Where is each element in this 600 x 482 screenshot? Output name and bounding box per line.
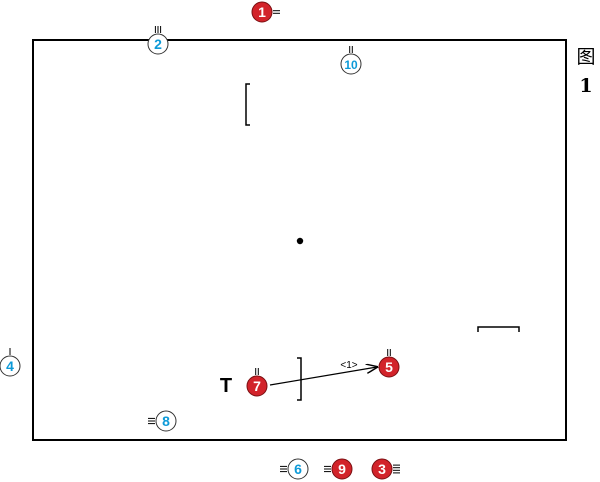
player-marker-2: 2 bbox=[147, 26, 169, 55]
player-marker-10: 10 bbox=[340, 46, 362, 75]
marker-number: 7 bbox=[253, 378, 261, 394]
player-marker-6: 6 bbox=[280, 458, 309, 480]
marker-circle bbox=[378, 356, 400, 378]
player-marker-8: 8 bbox=[148, 410, 177, 432]
figure-label-char: 图 bbox=[576, 46, 595, 68]
center-dot bbox=[296, 237, 304, 245]
player-marker-5: 5 bbox=[378, 349, 400, 378]
marker-number: 3 bbox=[378, 461, 386, 477]
marker-circle bbox=[331, 458, 353, 480]
marker-number: 10 bbox=[344, 58, 358, 72]
arrow-label: <1> bbox=[340, 360, 357, 371]
player-marker-4: 4 bbox=[0, 348, 21, 377]
marker-number: 8 bbox=[162, 413, 170, 429]
player-marker-9: 9 bbox=[324, 458, 353, 480]
player-marker-3: 3 bbox=[371, 458, 400, 480]
marker-circle bbox=[340, 53, 362, 75]
marker-circle bbox=[287, 458, 309, 480]
marker-number: 9 bbox=[338, 461, 346, 477]
player-marker-1: 1 bbox=[251, 1, 280, 23]
marker-circle bbox=[155, 410, 177, 432]
player-markers: 1 2 3 4 5 6 7 8 9 10 bbox=[0, 1, 400, 480]
marker-number: 5 bbox=[385, 359, 393, 375]
bracket-bottom-middle bbox=[297, 357, 302, 401]
bracket-top-left bbox=[245, 83, 250, 126]
figure-label-number: 1 bbox=[579, 75, 592, 97]
marker-number: 6 bbox=[294, 461, 302, 477]
court-outline bbox=[32, 39, 567, 441]
marker-number: 2 bbox=[154, 36, 162, 52]
marker-circle bbox=[371, 458, 393, 480]
marker-circle bbox=[0, 355, 21, 377]
t-symbol: T bbox=[220, 375, 232, 397]
pass-arrow bbox=[269, 367, 377, 386]
marker-circle bbox=[147, 33, 169, 55]
marker-circle bbox=[246, 375, 268, 397]
marker-number: 1 bbox=[258, 4, 266, 20]
marker-number: 4 bbox=[6, 358, 14, 374]
marker-circle bbox=[251, 1, 273, 23]
bracket-right bbox=[477, 326, 520, 332]
player-marker-7: 7 bbox=[246, 368, 268, 397]
